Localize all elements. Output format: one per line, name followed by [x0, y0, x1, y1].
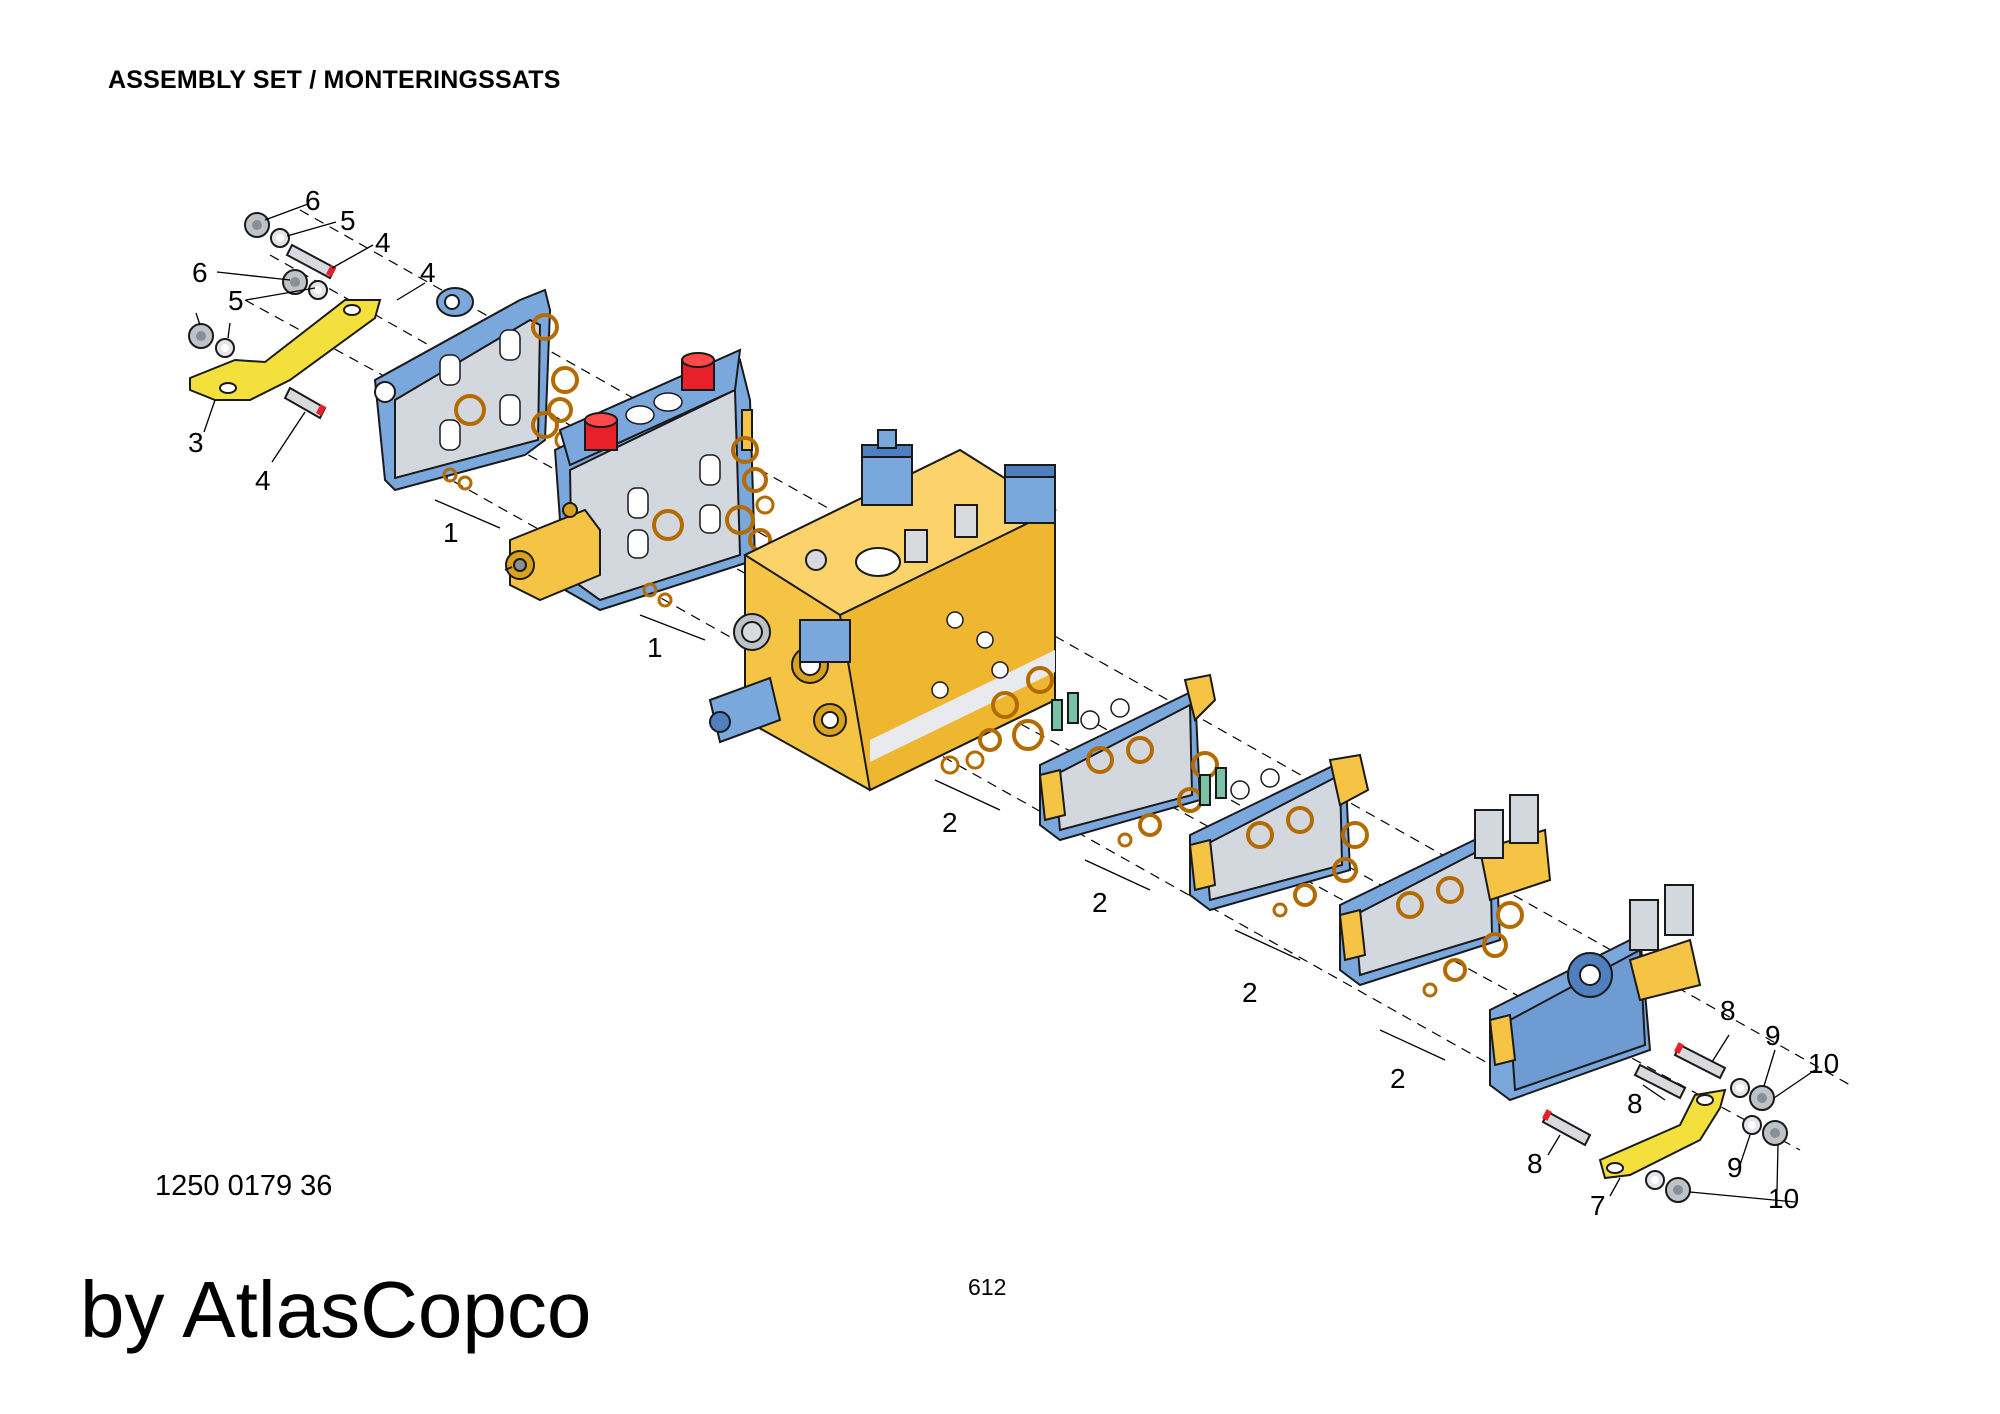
- bracket-right: [1598, 1088, 1727, 1180]
- main-valve-block: [708, 429, 1058, 792]
- stud-lower: [283, 386, 327, 420]
- page-title: ASSEMBLY SET / MONTERINGSSATS: [108, 66, 561, 94]
- callout-6: 6: [305, 185, 321, 216]
- part-number: 1250 0179 36: [155, 1170, 333, 1202]
- washer-right-mid: [1742, 1115, 1762, 1135]
- washer-right-top: [1730, 1078, 1750, 1098]
- solenoid-bottom-left: [708, 676, 782, 744]
- washer-top: [270, 228, 290, 248]
- callout-5: 5: [340, 205, 356, 236]
- callout-2: 2: [942, 807, 958, 838]
- section-module-3-orings: [1422, 901, 1524, 998]
- washer-left: [215, 338, 235, 358]
- main-block-orings: [940, 666, 1054, 775]
- right-hardware: [1541, 1042, 1788, 1203]
- callout-6: 6: [192, 257, 208, 288]
- callout-10: 10: [1768, 1183, 1799, 1214]
- callout-10: 10: [1808, 1048, 1839, 1079]
- nut-right-top: [1749, 1085, 1775, 1111]
- end-plate-orings: [442, 313, 579, 491]
- inlet-orings: [642, 436, 775, 608]
- stud-top: [285, 243, 337, 280]
- leader-lines: [195, 203, 1816, 1203]
- callout-8: 8: [1627, 1088, 1643, 1119]
- end-plate-left: [373, 287, 552, 492]
- solenoid-top-left: [861, 429, 913, 506]
- callout-1: 1: [443, 517, 459, 548]
- callout-4: 4: [255, 465, 271, 496]
- solenoid-side: [799, 619, 851, 663]
- section-module-1: [1038, 673, 1217, 842]
- washer-right-low: [1645, 1170, 1665, 1190]
- section-module-2: [1188, 753, 1370, 912]
- left-hardware: [188, 212, 382, 420]
- stud-right-low: [1541, 1109, 1592, 1147]
- end-module-right: [1488, 884, 1702, 1102]
- washer-mid: [308, 280, 328, 300]
- nut-mid: [282, 269, 308, 295]
- callout-5: 5: [228, 285, 244, 316]
- red-cap-right: [681, 352, 715, 391]
- nut-top: [244, 212, 270, 238]
- stud-right-mid: [1633, 1063, 1687, 1100]
- section-module-3: [1338, 794, 1552, 987]
- callout-2: 2: [1390, 1063, 1406, 1094]
- stud-right-top: [1673, 1042, 1727, 1080]
- fittings-top: [805, 504, 978, 571]
- bracket-left: [189, 299, 382, 401]
- inlet-section: [504, 348, 757, 612]
- plug-hex: [733, 613, 771, 651]
- callout-2: 2: [1242, 977, 1258, 1008]
- callout-4: 4: [375, 227, 391, 258]
- callout-8: 8: [1527, 1148, 1543, 1179]
- callout-9: 9: [1727, 1152, 1743, 1183]
- callout-7: 7: [1590, 1190, 1606, 1221]
- solenoid-top-right: [1004, 464, 1056, 524]
- yellow-valve-cartridge: [504, 502, 601, 602]
- nut-right-mid: [1762, 1120, 1788, 1146]
- section-module-2-orings: [1272, 821, 1369, 918]
- callout-2: 2: [1092, 887, 1108, 918]
- callout-9: 9: [1765, 1020, 1781, 1051]
- nut-left: [188, 323, 214, 349]
- brand-text: by AtlasCopco: [80, 1265, 592, 1354]
- red-cap-left: [584, 412, 618, 451]
- callout-3: 3: [188, 427, 204, 458]
- page-number: 612: [968, 1274, 1007, 1300]
- callout-8: 8: [1720, 995, 1736, 1026]
- nut-right-low: [1665, 1177, 1691, 1203]
- callout-labels: 6 5 4 6 5 4 3 4 1 1 2 2 2 2 8 9 10 8 8 9…: [188, 185, 1839, 1221]
- callout-1: 1: [647, 632, 663, 663]
- callout-4: 4: [420, 257, 436, 288]
